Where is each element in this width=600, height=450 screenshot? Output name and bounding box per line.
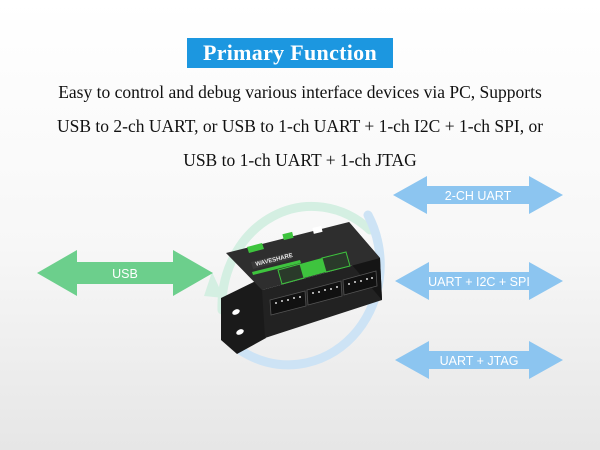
usb-arrow-label: USB — [112, 267, 138, 281]
description-line-3: USB to 1-ch UART + 1-ch JTAG — [183, 150, 417, 170]
usb-arrow: USB — [37, 250, 213, 296]
mode-arrow-uart-i2c-spi: UART + I2C + SPI — [395, 262, 563, 300]
description-line-1: Easy to control and debug various interf… — [58, 82, 542, 102]
header-title: Primary Function — [202, 40, 378, 65]
description-line-2: USB to 2-ch UART, or USB to 1-ch UART + … — [56, 116, 544, 136]
mode-arrow-uart-jtag: UART + JTAG — [395, 341, 563, 379]
cycle-ring — [204, 201, 385, 370]
mode-arrow-uart-jtag-label: UART + JTAG — [440, 354, 519, 368]
header-badge: Primary Function — [187, 38, 393, 68]
mode-arrow-2ch-uart-label: 2-CH UART — [445, 189, 512, 203]
converter-device: WAVESHARE — [221, 222, 382, 354]
mode-arrow-2ch-uart: 2-CH UART — [393, 176, 563, 214]
mode-arrow-uart-i2c-spi-label: UART + I2C + SPI — [428, 275, 530, 289]
